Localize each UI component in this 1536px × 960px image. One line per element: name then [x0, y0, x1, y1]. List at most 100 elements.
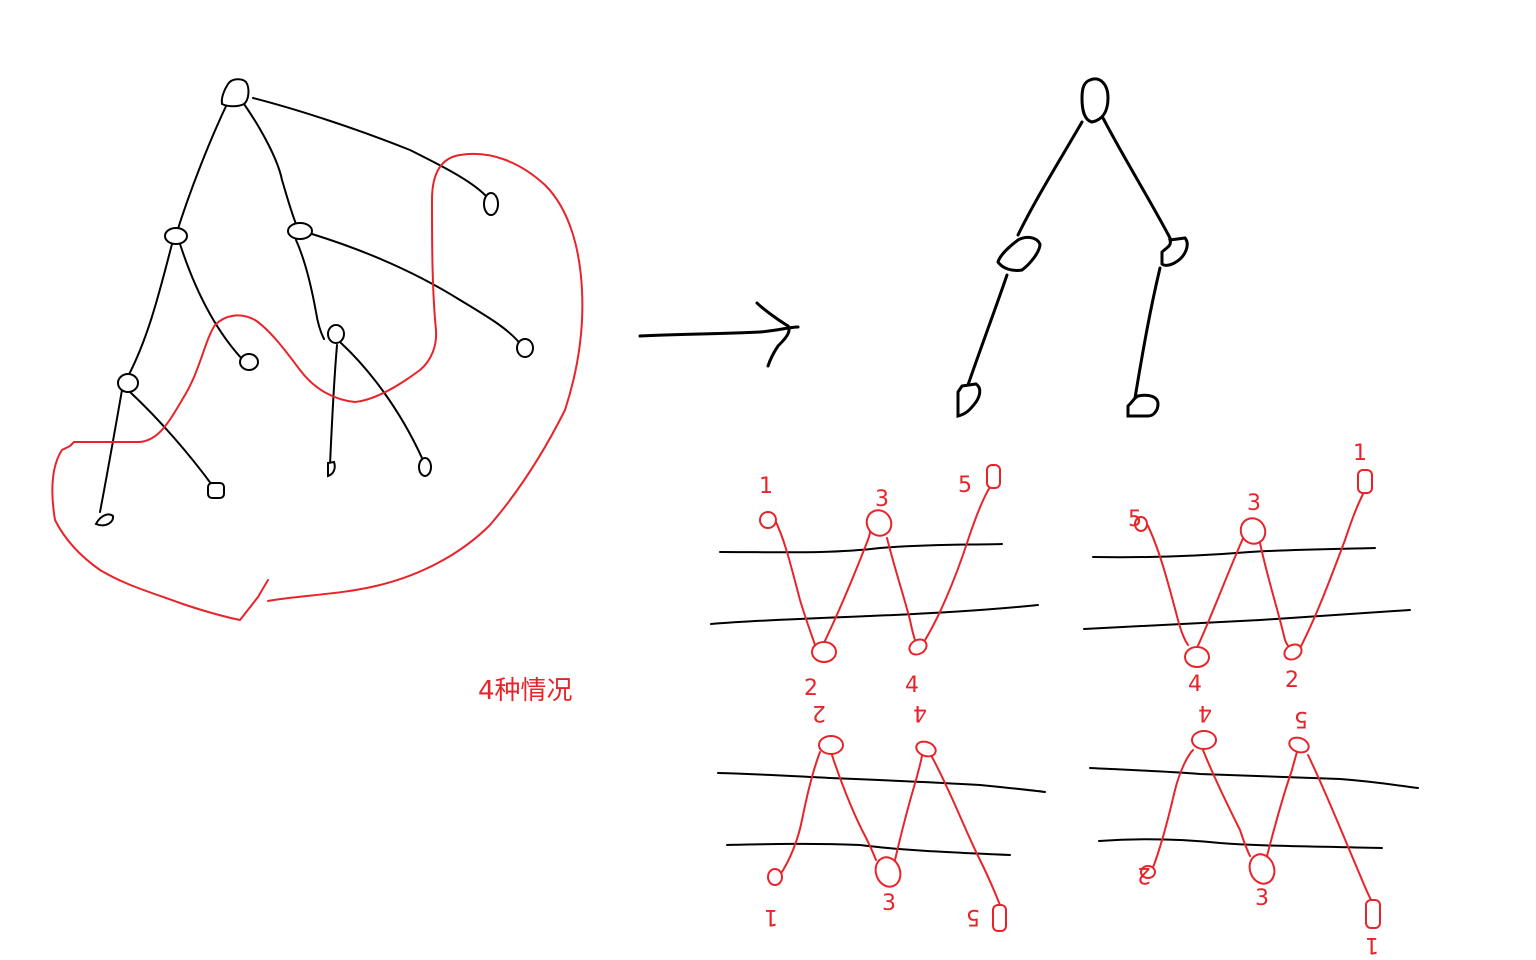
case-node	[908, 638, 928, 656]
tree-node	[164, 227, 188, 245]
four-cases-caption: 4种情况	[478, 676, 573, 706]
case-label: 4	[1198, 700, 1212, 725]
case-node	[1140, 865, 1156, 879]
case-node	[1357, 469, 1373, 494]
tree-edge	[99, 389, 123, 513]
tree-edge	[1016, 120, 1084, 237]
zigzag-path	[886, 537, 917, 644]
case-node	[986, 464, 1001, 489]
tree-node	[117, 373, 139, 393]
case-node	[1239, 517, 1267, 545]
arrow-head-upper	[755, 301, 790, 328]
zigzag-path	[779, 751, 821, 876]
case-node	[818, 735, 844, 755]
tree-edge	[129, 391, 213, 486]
case-node	[915, 740, 937, 758]
tree-edge	[966, 273, 1009, 387]
case-node	[874, 856, 902, 888]
contour-loop	[73, 152, 584, 602]
case-node	[1191, 730, 1217, 750]
tree-node	[327, 460, 336, 478]
case-diagram-2: 1 2 3 4 5	[1083, 441, 1411, 697]
arrow-head-lower	[766, 324, 791, 368]
tree-node	[956, 382, 982, 418]
case-node	[767, 868, 783, 886]
tree-node	[483, 192, 499, 216]
case-node	[1134, 516, 1148, 532]
zigzag-path	[1307, 754, 1373, 903]
tree-edge	[243, 103, 299, 230]
zigzag-path	[931, 756, 1001, 906]
tree-node	[239, 353, 259, 371]
tree-edge	[175, 103, 228, 236]
tree-edge	[295, 239, 325, 340]
case-label: 3	[1255, 886, 1269, 911]
case-node	[1283, 643, 1303, 661]
arrow-shaft	[638, 325, 800, 338]
case-node	[1288, 736, 1310, 754]
source-tree	[51, 78, 584, 621]
tree-node	[1160, 236, 1189, 267]
case-label: 1	[764, 904, 778, 929]
case-node	[1365, 899, 1381, 929]
tree-edge	[179, 243, 244, 361]
case-node	[759, 511, 777, 529]
case-label: 5	[1128, 507, 1142, 532]
zigzag-path	[1195, 534, 1245, 651]
layer-line	[717, 772, 1046, 793]
tree-edge	[311, 233, 523, 347]
case-label: 3	[875, 487, 889, 512]
contour-loop-tail	[51, 441, 269, 621]
case-label: 1	[759, 474, 773, 499]
zigzag-path	[822, 531, 871, 646]
case-label: 5	[1294, 706, 1308, 731]
case-label: 1	[1365, 932, 1379, 957]
zigzag-path	[1146, 523, 1189, 646]
zigzag-path	[830, 751, 877, 861]
zigzag-path	[1259, 542, 1291, 649]
tree-node	[1126, 393, 1160, 418]
layer-line	[726, 842, 1011, 856]
layer-line	[1089, 767, 1419, 789]
case-label: 3	[1247, 491, 1261, 516]
case-node	[1248, 853, 1276, 885]
tree-node	[207, 482, 225, 499]
case-node	[992, 904, 1007, 932]
tree-node-root	[1080, 77, 1110, 124]
tree-edge	[1101, 116, 1172, 240]
tree-edge	[329, 344, 338, 466]
tree-node	[996, 235, 1042, 272]
case-label: 2	[1285, 668, 1299, 693]
layer-line	[1098, 838, 1383, 849]
result-tree	[956, 77, 1189, 418]
tree-node	[287, 222, 313, 240]
tree-edge	[125, 243, 173, 381]
zigzag-path	[1202, 749, 1251, 857]
tree-node	[94, 513, 115, 527]
tree-edge	[1133, 266, 1162, 400]
layer-line	[710, 604, 1039, 625]
tree-node	[327, 324, 345, 344]
zigzag-path	[1266, 750, 1298, 857]
tree-node	[418, 457, 432, 477]
case-label: 3	[882, 891, 896, 916]
zigzag-path	[1151, 749, 1194, 871]
layer-line	[1083, 609, 1411, 630]
tree-node-root	[220, 78, 250, 108]
case-node	[1184, 646, 1210, 668]
case-label: 2	[1137, 862, 1151, 887]
case-label: 4	[905, 673, 919, 698]
case-node	[811, 641, 837, 663]
zigzag-path	[774, 519, 816, 646]
tree-edge	[252, 97, 486, 196]
tree-node	[516, 338, 534, 358]
case-label: 2	[812, 700, 826, 725]
case-diagram-3: 1 2 3 4 5	[717, 700, 1046, 932]
layer-line	[1092, 547, 1376, 559]
case-diagram-4: 1 2 3 4 5	[1089, 700, 1419, 957]
zigzag-path	[1297, 491, 1365, 653]
case-node	[865, 509, 893, 537]
tree-edge	[340, 342, 423, 459]
case-label: 1	[1353, 441, 1367, 466]
